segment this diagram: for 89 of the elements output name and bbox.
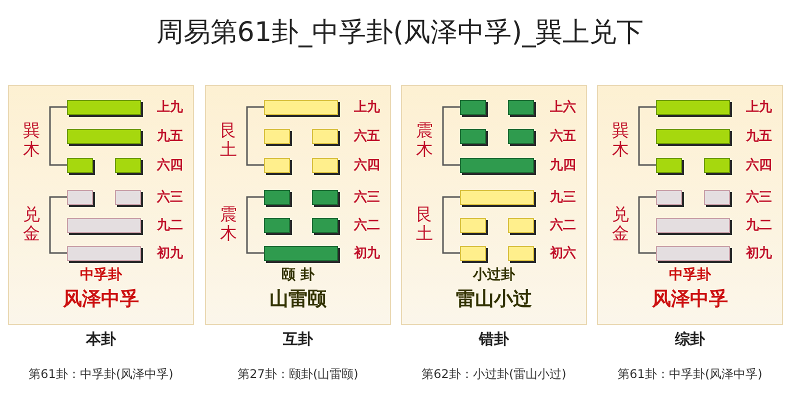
line-name: 初九 (354, 244, 380, 262)
line-bar (312, 190, 338, 205)
line-name: 九三 (550, 189, 576, 206)
line-name: 上九 (157, 99, 183, 116)
line-bar (264, 218, 290, 233)
line-bar (704, 158, 730, 173)
line-bar (656, 129, 730, 144)
trigram-name: 震木 (416, 122, 433, 160)
hexagram-title: 山雷颐 (268, 287, 328, 312)
hexagram-description: 第61卦：中孚卦(风泽中孚) (28, 366, 174, 383)
hexagram-title: 风泽中孚 (62, 287, 140, 312)
line-bar (264, 246, 338, 261)
hexagram-card (205, 85, 391, 325)
hexagram-name: 颐 卦 (280, 266, 316, 284)
hexagram-title: 雷山小过 (455, 287, 533, 312)
line-bar (460, 100, 486, 115)
trigram-name: 艮土 (416, 206, 433, 244)
line-name: 六四 (746, 156, 772, 174)
line-bar (508, 100, 534, 115)
card-caption: 互卦 (282, 330, 314, 349)
line-name: 初九 (746, 244, 772, 262)
card-caption: 综卦 (674, 330, 706, 349)
line-bar (460, 246, 486, 261)
line-bar (460, 129, 486, 144)
line-name: 上六 (550, 98, 576, 116)
trigram-name: 巽木 (612, 122, 629, 160)
line-name: 九五 (157, 128, 183, 145)
line-bar (656, 100, 730, 115)
hexagram-card (401, 85, 587, 325)
line-bar (264, 190, 290, 205)
line-name: 六五 (354, 128, 380, 145)
line-bar (656, 158, 682, 173)
trigram-name: 震木 (220, 206, 237, 244)
trigram-name: 兑金 (23, 206, 40, 244)
line-bar (264, 129, 290, 144)
line-bar (67, 218, 141, 233)
line-name: 六二 (550, 216, 576, 234)
line-bar (656, 246, 730, 261)
line-bar (704, 190, 730, 205)
line-name: 六三 (746, 188, 772, 206)
line-bar (508, 218, 534, 233)
line-bar (312, 129, 338, 144)
line-name: 六三 (354, 188, 380, 206)
line-name: 六三 (157, 188, 183, 206)
hexagram-description: 第61卦：中孚卦(风泽中孚) (616, 366, 764, 383)
trigram-name: 巽木 (23, 122, 40, 160)
hexagram-title: 风泽中孚 (650, 287, 729, 312)
line-bar (67, 158, 93, 173)
line-bar (460, 190, 534, 205)
line-bar (312, 158, 338, 173)
line-name: 六四 (354, 156, 380, 174)
line-name: 六二 (354, 216, 380, 234)
hexagram-description: 第27卦：颐卦(山雷颐) (236, 366, 360, 383)
hexagram-name: 中孚卦 (668, 266, 712, 284)
hexagram-name: 小过卦 (472, 266, 516, 284)
title: 周易第61卦_中孚卦(风泽中孚)_巽上兑下 (155, 16, 645, 50)
line-bar (67, 246, 141, 261)
hexagram-card (597, 85, 783, 325)
line-bar (460, 158, 534, 173)
line-name: 九四 (550, 157, 576, 174)
line-name: 上九 (746, 99, 772, 116)
line-name: 九二 (746, 217, 772, 234)
line-name: 初九 (157, 244, 183, 262)
hexagram-description: 第62卦：小过卦(雷山小过) (420, 366, 568, 383)
card-caption: 本卦 (84, 330, 117, 349)
line-name: 上九 (354, 99, 380, 116)
line-name: 九二 (157, 217, 183, 234)
line-bar (67, 190, 93, 205)
line-bar (115, 158, 141, 173)
line-bar (508, 246, 534, 261)
line-name: 九五 (746, 128, 772, 145)
line-bar (656, 218, 730, 233)
trigram-name: 兑金 (612, 206, 629, 244)
line-bar (264, 158, 290, 173)
trigram-name: 艮土 (220, 122, 237, 160)
line-name: 六四 (157, 156, 183, 174)
line-bar (508, 129, 534, 144)
line-bar (264, 100, 338, 115)
hexagram-card (8, 85, 194, 325)
line-bar (460, 218, 486, 233)
line-bar (115, 190, 141, 205)
line-bar (656, 190, 682, 205)
hexagram-name: 中孚卦 (79, 266, 123, 284)
line-name: 初六 (550, 244, 576, 262)
line-bar (67, 129, 141, 144)
line-bar (312, 218, 338, 233)
line-bar (67, 100, 141, 115)
line-name: 六五 (550, 128, 576, 145)
card-caption: 错卦 (478, 330, 510, 349)
